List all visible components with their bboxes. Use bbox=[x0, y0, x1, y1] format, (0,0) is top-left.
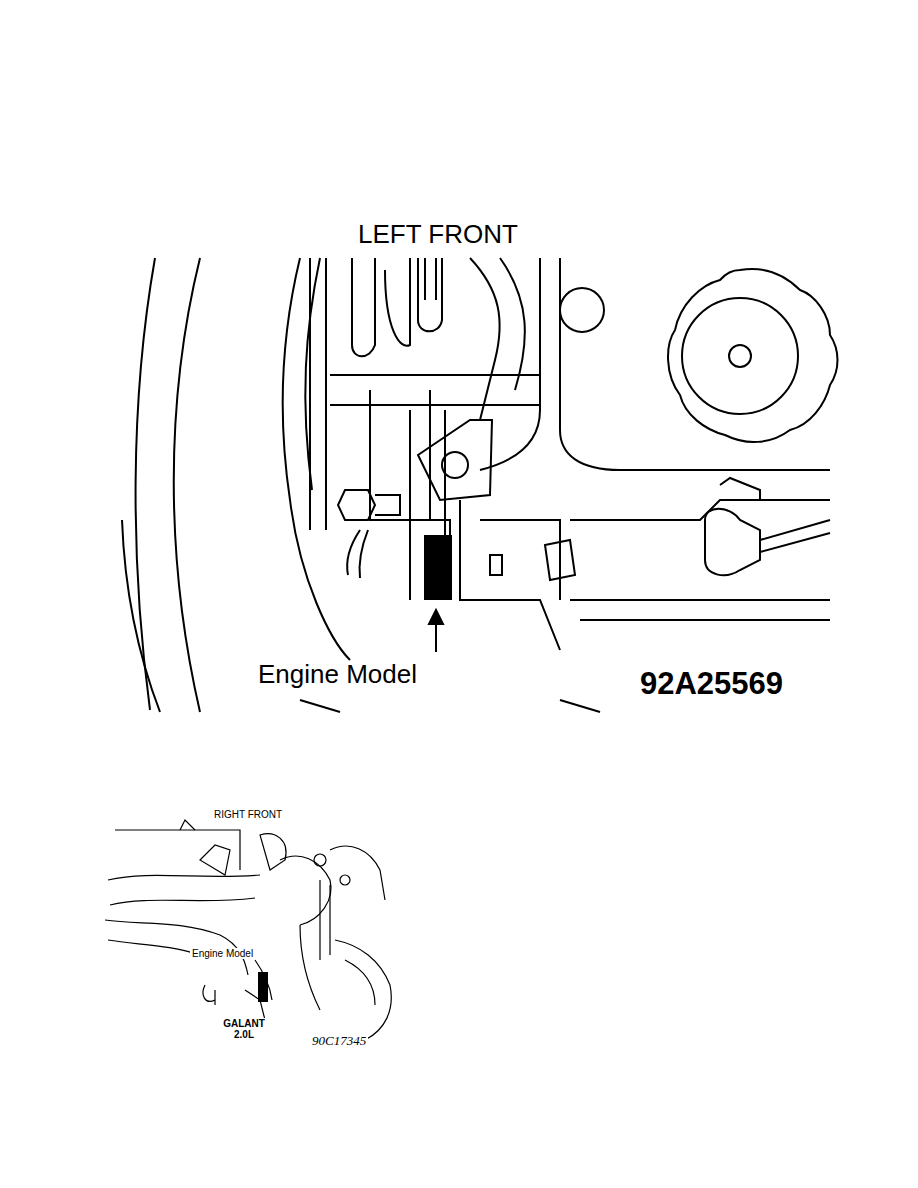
view-heading: RIGHT FRONT bbox=[212, 809, 284, 820]
figure-number: 92A25569 bbox=[640, 667, 783, 701]
part-label: Engine Model bbox=[190, 948, 255, 959]
part-label: Engine Model bbox=[258, 660, 417, 689]
view-heading: LEFT FRONT bbox=[358, 220, 518, 249]
model-label: GALANT 2.0L bbox=[218, 1018, 270, 1040]
left-front-view bbox=[122, 258, 838, 712]
galant-view bbox=[105, 820, 391, 1040]
figure-number: 90C17345 bbox=[310, 1034, 368, 1048]
